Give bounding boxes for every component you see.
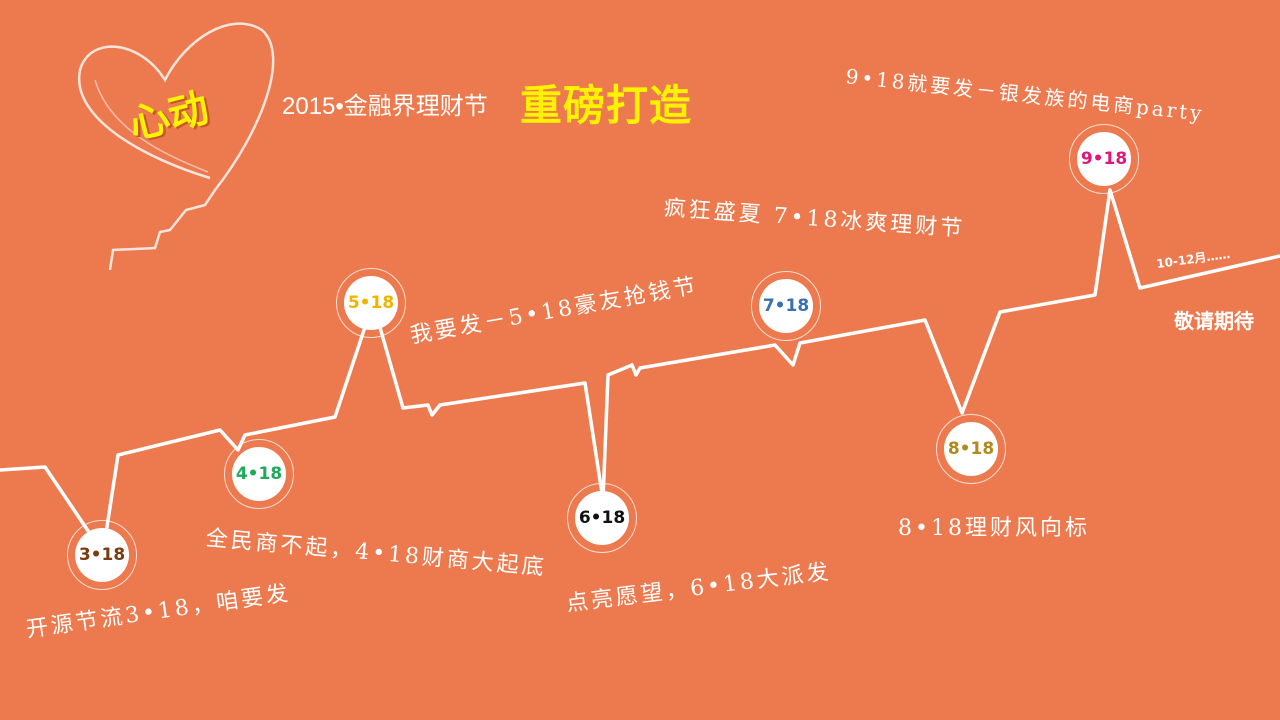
caption-8-18: 8•18理财风向标 [898, 516, 1090, 541]
node-ring-6-18 [567, 483, 637, 553]
node-ring-9-18 [1069, 124, 1139, 194]
node-4-18[interactable]: 4•18 [232, 447, 286, 501]
stay-tuned-label: 敬请期待 [1174, 309, 1254, 333]
node-ring-4-18 [224, 439, 294, 509]
heart-outline [77, 22, 275, 271]
node-7-18[interactable]: 7•18 [759, 279, 813, 333]
node-ring-5-18 [336, 268, 406, 338]
event-headline: 重磅打造 [520, 81, 693, 130]
node-ring-7-18 [751, 271, 821, 341]
event-subtitle: 2015•金融界理财节 [282, 93, 488, 120]
node-3-18[interactable]: 3•18 [75, 528, 129, 582]
node-6-18[interactable]: 6•18 [575, 491, 629, 545]
node-8-18[interactable]: 8•18 [944, 422, 998, 476]
timeline-line [0, 188, 1280, 555]
node-ring-8-18 [936, 414, 1006, 484]
node-ring-3-18 [67, 520, 137, 590]
node-9-18[interactable]: 9•18 [1077, 132, 1131, 186]
heart-inner-stroke [94, 79, 209, 173]
node-5-18[interactable]: 5•18 [344, 276, 398, 330]
